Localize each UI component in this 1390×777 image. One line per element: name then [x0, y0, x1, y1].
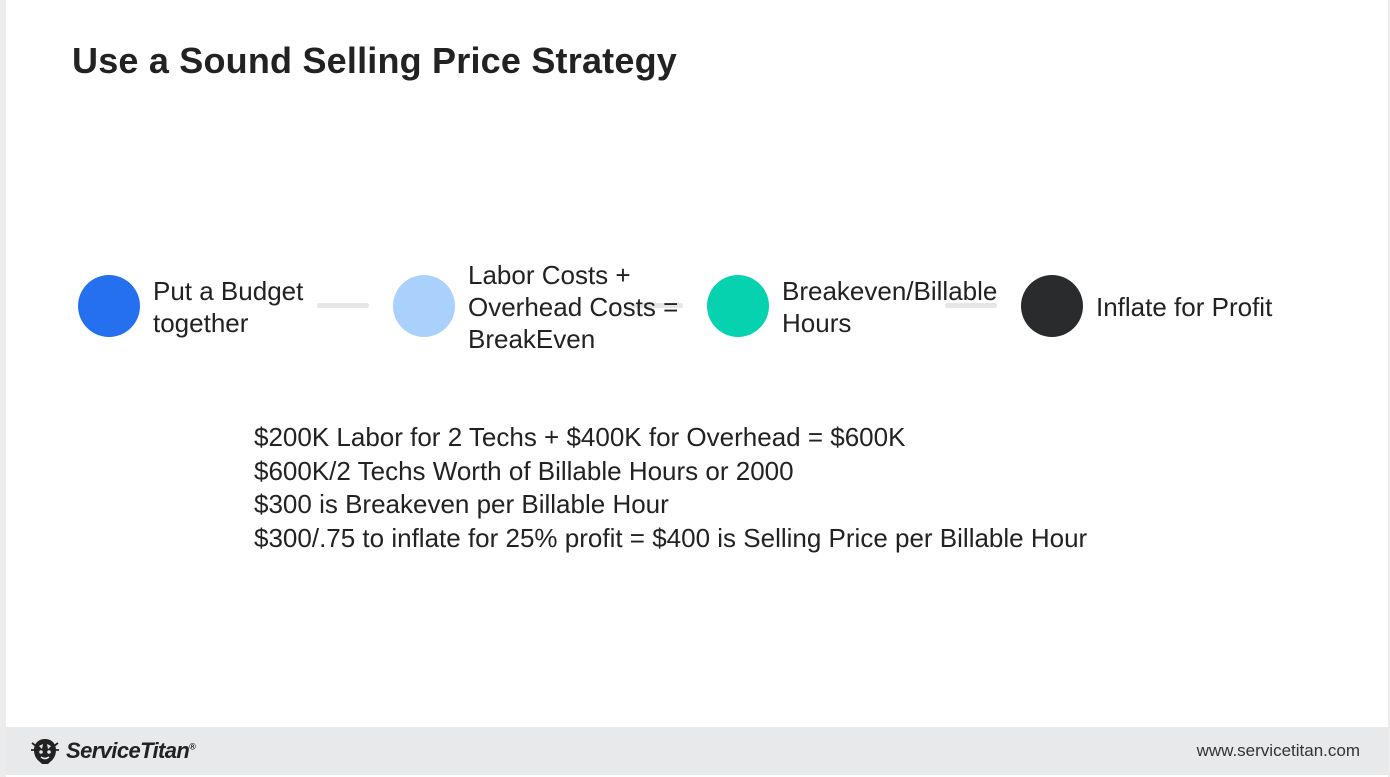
step-1-line-2: together	[153, 308, 249, 338]
calculation-line-1: $200K Labor for 2 Techs + $400K for Over…	[254, 422, 906, 452]
step-2-line-3: BreakEven	[468, 324, 596, 354]
step-3-line-1: Breakeven/Billable	[782, 276, 998, 306]
step-2-label: Labor Costs + Overhead Costs = BreakEven	[468, 259, 678, 355]
brand-logo: ServiceTitan®	[30, 737, 196, 765]
calculation-line-4: $300/.75 to inflate for 25% profit = $40…	[254, 522, 1088, 553]
slide-title: Use a Sound Selling Price Strategy	[72, 40, 677, 81]
brand-name: ServiceTitan®	[66, 738, 196, 764]
brand-name-text: ServiceTitan	[66, 738, 190, 763]
brand-registered-mark: ®	[189, 741, 196, 752]
footer-bar: ServiceTitan® www.servicetitan.com	[6, 727, 1388, 775]
step-connector	[317, 303, 369, 308]
calculation-block: $200K Labor for 2 Techs + $400K for Over…	[254, 421, 1087, 555]
step-2-dot	[393, 275, 455, 337]
step-1-label: Put a Budget together	[153, 275, 303, 339]
step-3-dot	[707, 275, 769, 337]
titan-head-icon	[30, 737, 60, 765]
step-2-line-2: Overhead Costs =	[468, 292, 679, 322]
step-connector	[631, 303, 683, 308]
step-4-label: Inflate for Profit	[1096, 291, 1272, 323]
step-3-line-2: Hours	[782, 308, 852, 338]
calculation-line-2: $600K/2 Techs Worth of Billable Hours or…	[254, 455, 794, 486]
calculation-line-3: $300 is Breakeven per Billable Hour	[254, 489, 669, 519]
step-3-label: Breakeven/Billable Hours	[782, 275, 997, 339]
step-2-line-1: Labor Costs +	[468, 260, 631, 290]
slide: Use a Sound Selling Price Strategy Put a…	[6, 0, 1388, 777]
website-url[interactable]: www.servicetitan.com	[1196, 741, 1360, 760]
step-4-line-1: Inflate for Profit	[1096, 292, 1273, 322]
step-1-dot	[78, 275, 140, 337]
step-connector	[945, 303, 997, 308]
step-1-line-1: Put a Budget	[153, 276, 304, 306]
step-4-dot	[1021, 275, 1083, 337]
